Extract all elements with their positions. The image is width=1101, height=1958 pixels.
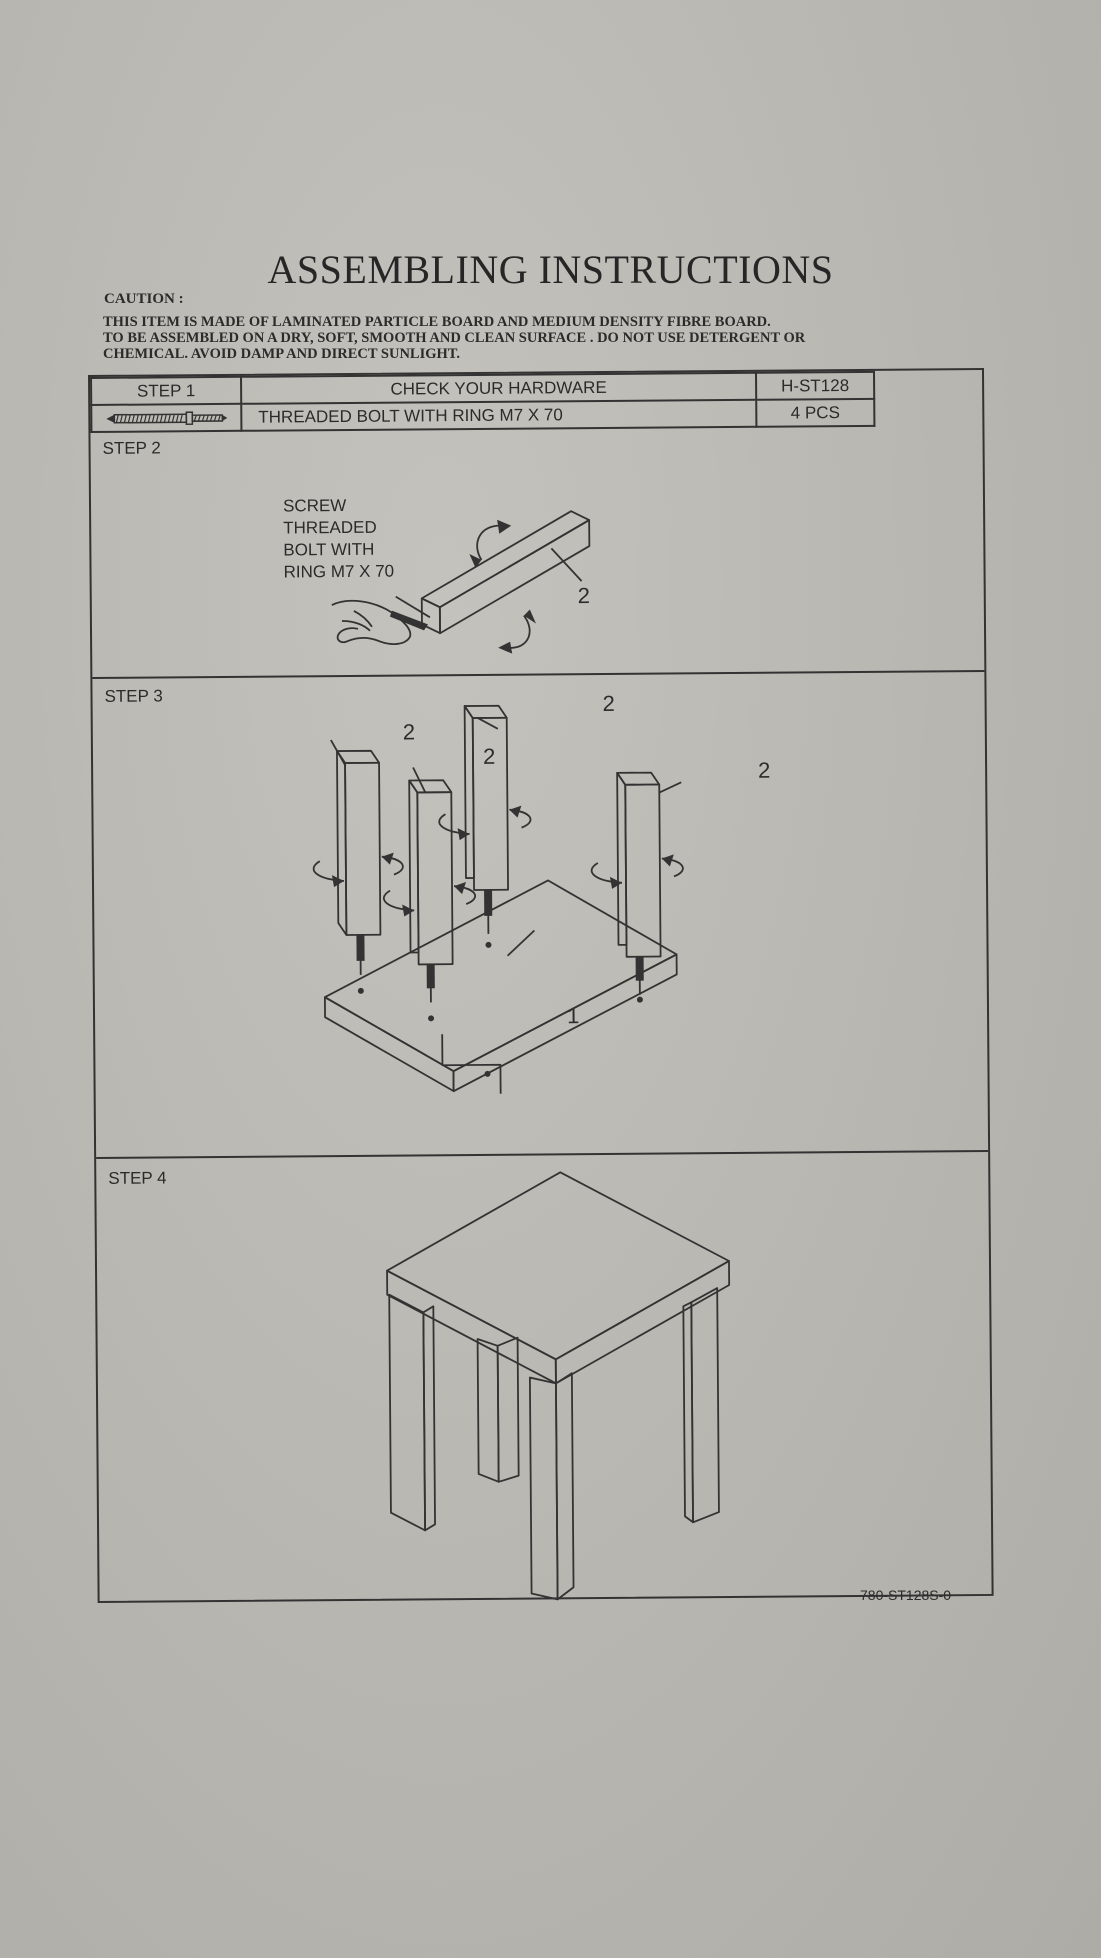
bolt-icon	[91, 403, 242, 432]
hardware-table: STEP 1 CHECK YOUR HARDWARE H-ST128 THREA…	[90, 371, 875, 433]
caution-label: CAUTION :	[104, 291, 184, 307]
instructions-frame: STEP 1 CHECK YOUR HARDWARE H-ST128 THREA…	[88, 367, 994, 1603]
caution-line: TO BE ASSEMBLED ON A DRY, SOFT, SMOOTH A…	[103, 330, 806, 346]
caution-line: CHEMICAL. AVOID DAMP AND DIRECT SUNLIGHT…	[103, 346, 461, 362]
page-title: ASSEMBLING INSTRUCTIONS	[267, 247, 834, 292]
caution-line: THIS ITEM IS MADE OF LAMINATED PARTICLE …	[103, 314, 771, 330]
step3-illustration	[312, 704, 684, 1094]
bolt-icon-graphic	[106, 410, 228, 425]
document-code: 780-ST128S-0	[860, 1587, 952, 1603]
step2-illustration	[331, 510, 591, 654]
step4-illustration	[386, 1171, 731, 1601]
table-row: THREADED BOLT WITH RING M7 X 70 4 PCS	[91, 398, 875, 432]
caution-text: THIS ITEM IS MADE OF LAMINATED PARTICLE …	[103, 314, 1003, 362]
